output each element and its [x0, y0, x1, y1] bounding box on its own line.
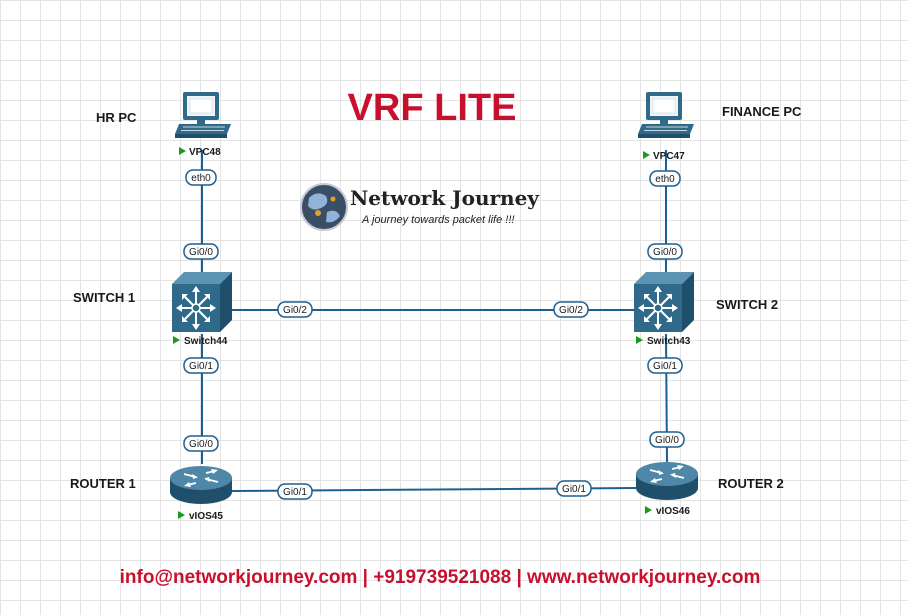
switch44-name: Switch44 — [184, 336, 228, 347]
logo-tagline: A journey towards packet life !!! — [361, 214, 514, 226]
port-r45-gi01: Gi0/1 — [283, 487, 307, 498]
switch1-label: SWITCH 1 — [73, 290, 135, 305]
port-label: Gi0/2 — [277, 301, 313, 318]
port-r46-gi01: Gi0/1 — [562, 484, 586, 495]
vpc47-name: VPC47 — [653, 151, 685, 162]
layer3-switch-icon — [171, 271, 233, 333]
port-sw44-gi01: Gi0/1 — [189, 361, 213, 372]
port-label: eth0 — [185, 169, 217, 186]
play-icon — [173, 336, 180, 344]
router2-label: ROUTER 2 — [718, 476, 784, 491]
contact-footer: info@networkjourney.com | +919739521088 … — [119, 567, 761, 588]
vpc48-node[interactable]: VPC48 — [174, 91, 232, 158]
router-icon — [169, 465, 233, 505]
router1-label: ROUTER 1 — [70, 476, 136, 491]
port-label: Gi0/2 — [553, 301, 589, 318]
finance-pc-label: FINANCE PC — [722, 104, 802, 119]
vios46-name: vIOS46 — [656, 506, 690, 517]
switch2-label: SWITCH 2 — [716, 297, 778, 312]
vpc47-node[interactable]: VPC47 — [637, 91, 695, 162]
port-label: Gi0/0 — [649, 431, 685, 448]
vpc48-name: VPC48 — [189, 147, 221, 158]
port-vpc48-eth0: eth0 — [191, 173, 211, 184]
port-label: Gi0/0 — [647, 243, 683, 260]
switch44-node[interactable]: Switch44 — [171, 271, 233, 347]
vios45-node[interactable]: vIOS45 — [169, 465, 233, 522]
switch43-node[interactable]: Switch43 — [633, 271, 695, 347]
pc-icon — [637, 91, 695, 139]
port-r45-gi00: Gi0/0 — [189, 439, 213, 450]
port-sw43-gi01: Gi0/1 — [653, 361, 677, 372]
port-label: Gi0/1 — [647, 357, 683, 374]
play-icon — [645, 506, 652, 514]
hr-pc-label: HR PC — [96, 110, 137, 125]
vios46-node[interactable]: vIOS46 — [635, 461, 699, 517]
play-icon — [178, 511, 185, 519]
port-sw44-gi00: Gi0/0 — [189, 247, 213, 258]
port-label: Gi0/1 — [183, 357, 219, 374]
port-label: Gi0/0 — [183, 243, 219, 260]
port-r46-gi00: Gi0/0 — [655, 435, 679, 446]
pc-icon — [174, 91, 232, 139]
switch43-name: Switch43 — [647, 336, 691, 347]
port-label: Gi0/1 — [277, 483, 313, 500]
port-sw43-gi02: Gi0/2 — [559, 305, 583, 316]
logo-name: Network Journey — [350, 186, 540, 210]
play-icon — [643, 151, 650, 159]
network-journey-logo: Network Journey A journey towards packet… — [300, 183, 540, 231]
port-vpc47-eth0: eth0 — [655, 174, 675, 185]
layer3-switch-icon — [633, 271, 695, 333]
router-icon — [635, 461, 699, 501]
port-label: Gi0/1 — [556, 480, 592, 497]
port-label: Gi0/0 — [183, 435, 219, 452]
play-icon — [179, 147, 186, 155]
port-sw43-gi00: Gi0/0 — [653, 247, 677, 258]
port-label: eth0 — [649, 170, 681, 187]
port-sw44-gi02: Gi0/2 — [283, 305, 307, 316]
play-icon — [636, 336, 643, 344]
vios45-name: vIOS45 — [189, 511, 223, 522]
page-title: VRF LITE — [348, 87, 517, 129]
